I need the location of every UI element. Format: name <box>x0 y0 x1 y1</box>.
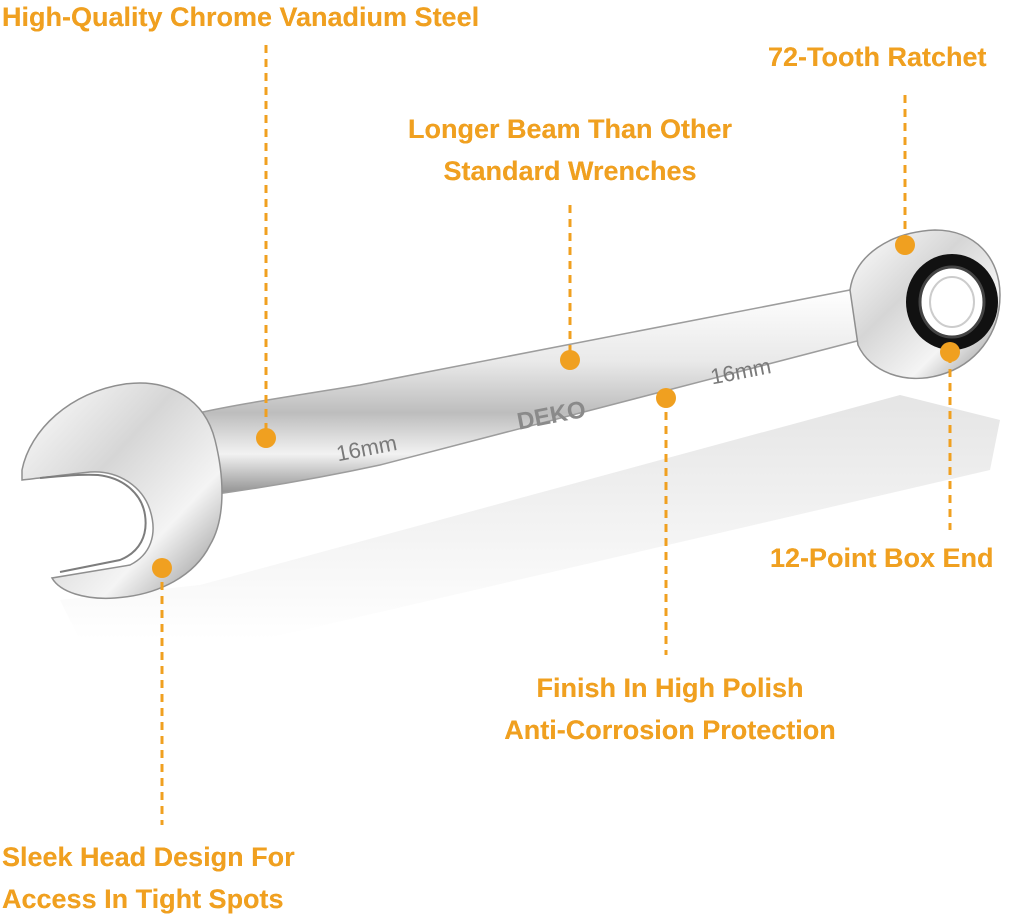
callout-box-end: 12-Point Box End <box>770 543 994 573</box>
callout-finish: Finish In High Polish Anti-Corrosion Pro… <box>504 673 836 745</box>
open-end-jaw-inner <box>39 473 147 573</box>
callout-leaders <box>160 45 952 825</box>
callout-head: Sleek Head Design For Access In Tight Sp… <box>2 842 295 914</box>
open-end-head <box>21 382 223 600</box>
ratchet-box-end <box>849 229 1001 379</box>
callout-beam: Longer Beam Than Other Standard Wrenches <box>407 114 733 186</box>
callout-dots <box>152 235 960 578</box>
callout-steel: High-Quality Chrome Vanadium Steel <box>2 2 480 32</box>
callout-ratchet: 72-Tooth Ratchet <box>768 42 987 72</box>
wrench-reflection <box>60 395 1000 640</box>
